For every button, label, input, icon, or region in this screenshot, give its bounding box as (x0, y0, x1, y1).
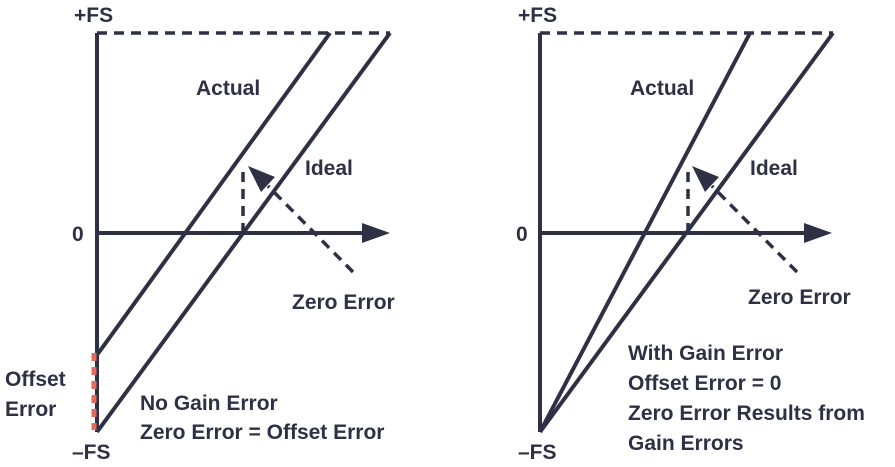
right-zero-error-pointer (710, 184, 799, 274)
left-ideal-label: Ideal (305, 157, 353, 180)
right-ideal-label: Ideal (750, 157, 798, 180)
left-caption-line1: No Gain Error (140, 392, 278, 415)
right-zero-axis-arrowhead (804, 223, 832, 243)
right-caption-line1: With Gain Error (628, 342, 783, 365)
right-caption-line4: Gain Errors (628, 432, 744, 455)
left-offset-error-label-line1: Offset (5, 368, 66, 391)
left-caption-line2: Zero Error = Offset Error (140, 421, 384, 444)
right-caption-line3: Zero Error Results from (628, 402, 865, 425)
right-zero-label: 0 (516, 223, 528, 246)
right-plus-fs-label: +FS (518, 4, 557, 27)
left-panel: +FS 0 –FS Actual Ideal Zero Error Offset… (5, 4, 395, 464)
right-zero-error-arrowhead (692, 166, 719, 192)
left-zero-error-arrowhead (248, 166, 275, 192)
right-actual-label: Actual (630, 77, 694, 100)
left-minus-fs-label: –FS (72, 441, 111, 464)
right-minus-fs-label: –FS (518, 441, 557, 464)
left-zero-label: 0 (72, 223, 84, 246)
left-actual-label: Actual (196, 77, 260, 100)
right-actual-line (538, 32, 752, 433)
right-zero-error-label: Zero Error (748, 286, 851, 309)
left-zero-axis-arrowhead (362, 223, 390, 243)
left-zero-error-pointer (266, 184, 355, 274)
right-caption-line2: Offset Error = 0 (628, 372, 781, 395)
right-panel: +FS 0 –FS Actual Ideal Zero Error With G… (516, 4, 865, 464)
left-offset-error-label-line2: Error (5, 398, 56, 421)
left-plus-fs-label: +FS (74, 4, 113, 27)
left-actual-line (95, 31, 332, 357)
left-zero-error-label: Zero Error (292, 291, 395, 314)
